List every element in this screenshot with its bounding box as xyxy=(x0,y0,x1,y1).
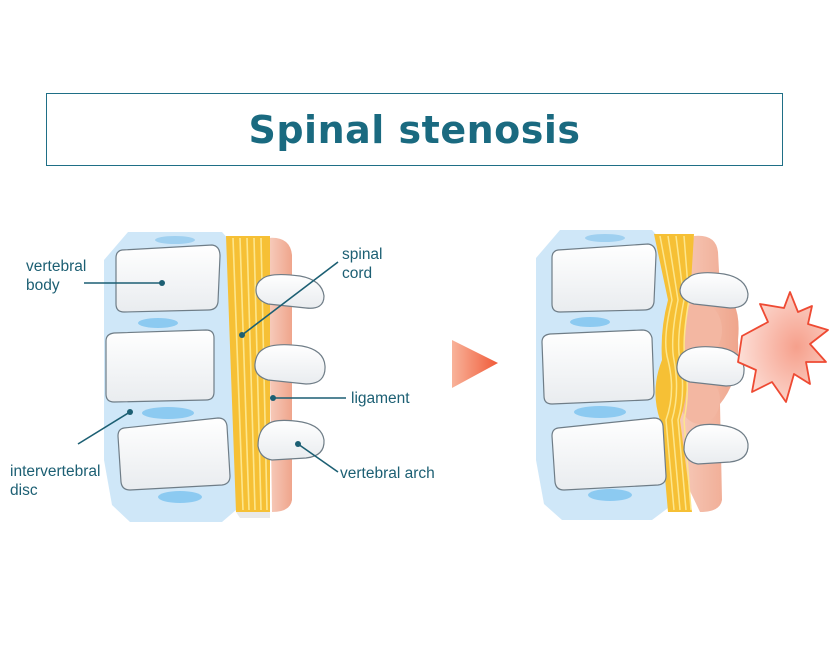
label-intervertebral-disc-2: disc xyxy=(10,482,38,499)
vertebral-body xyxy=(117,417,231,491)
label-intervertebral-disc-1: intervertebral xyxy=(10,463,100,480)
stenosis-spine xyxy=(536,230,829,520)
ligament-bulge xyxy=(678,302,722,358)
pain-burst-icon xyxy=(737,291,829,403)
label-vertebral-body-1: vertebral xyxy=(26,258,86,275)
vertebral-arch xyxy=(257,419,325,461)
label-spinal-cord-1: spinal xyxy=(342,246,383,263)
disc-highlight xyxy=(158,491,202,503)
vertebral-arch xyxy=(679,272,749,309)
vertebral-arch xyxy=(683,423,749,465)
disc-highlight xyxy=(138,318,178,328)
vertebral-body xyxy=(115,244,221,313)
normal-spine xyxy=(104,232,326,522)
disc-highlight xyxy=(574,406,626,418)
vertebral-body xyxy=(541,329,655,405)
label-vertebral-body-2: body xyxy=(26,277,60,294)
vertebral-arch xyxy=(255,273,325,309)
vertebral-body xyxy=(551,243,657,313)
ligament-bulge xyxy=(680,376,720,424)
label-spinal-cord-2: cord xyxy=(342,265,372,282)
vertebral-body xyxy=(105,329,215,403)
vertebral-body xyxy=(551,417,667,491)
title-box: Spinal stenosis xyxy=(46,93,783,166)
disc-highlight xyxy=(588,489,632,501)
vertebral-arch xyxy=(676,346,745,387)
label-vertebral-arch: vertebral arch xyxy=(340,465,435,482)
disc-highlight xyxy=(142,407,194,419)
page-title: Spinal stenosis xyxy=(248,107,581,152)
leader-lines xyxy=(77,261,346,473)
vertebral-arch xyxy=(254,344,326,385)
disc-highlight xyxy=(585,234,625,242)
disc-highlight xyxy=(570,317,610,327)
arrow-right-icon xyxy=(452,340,498,388)
label-ligament: ligament xyxy=(351,390,410,407)
disc-highlight xyxy=(155,236,195,244)
